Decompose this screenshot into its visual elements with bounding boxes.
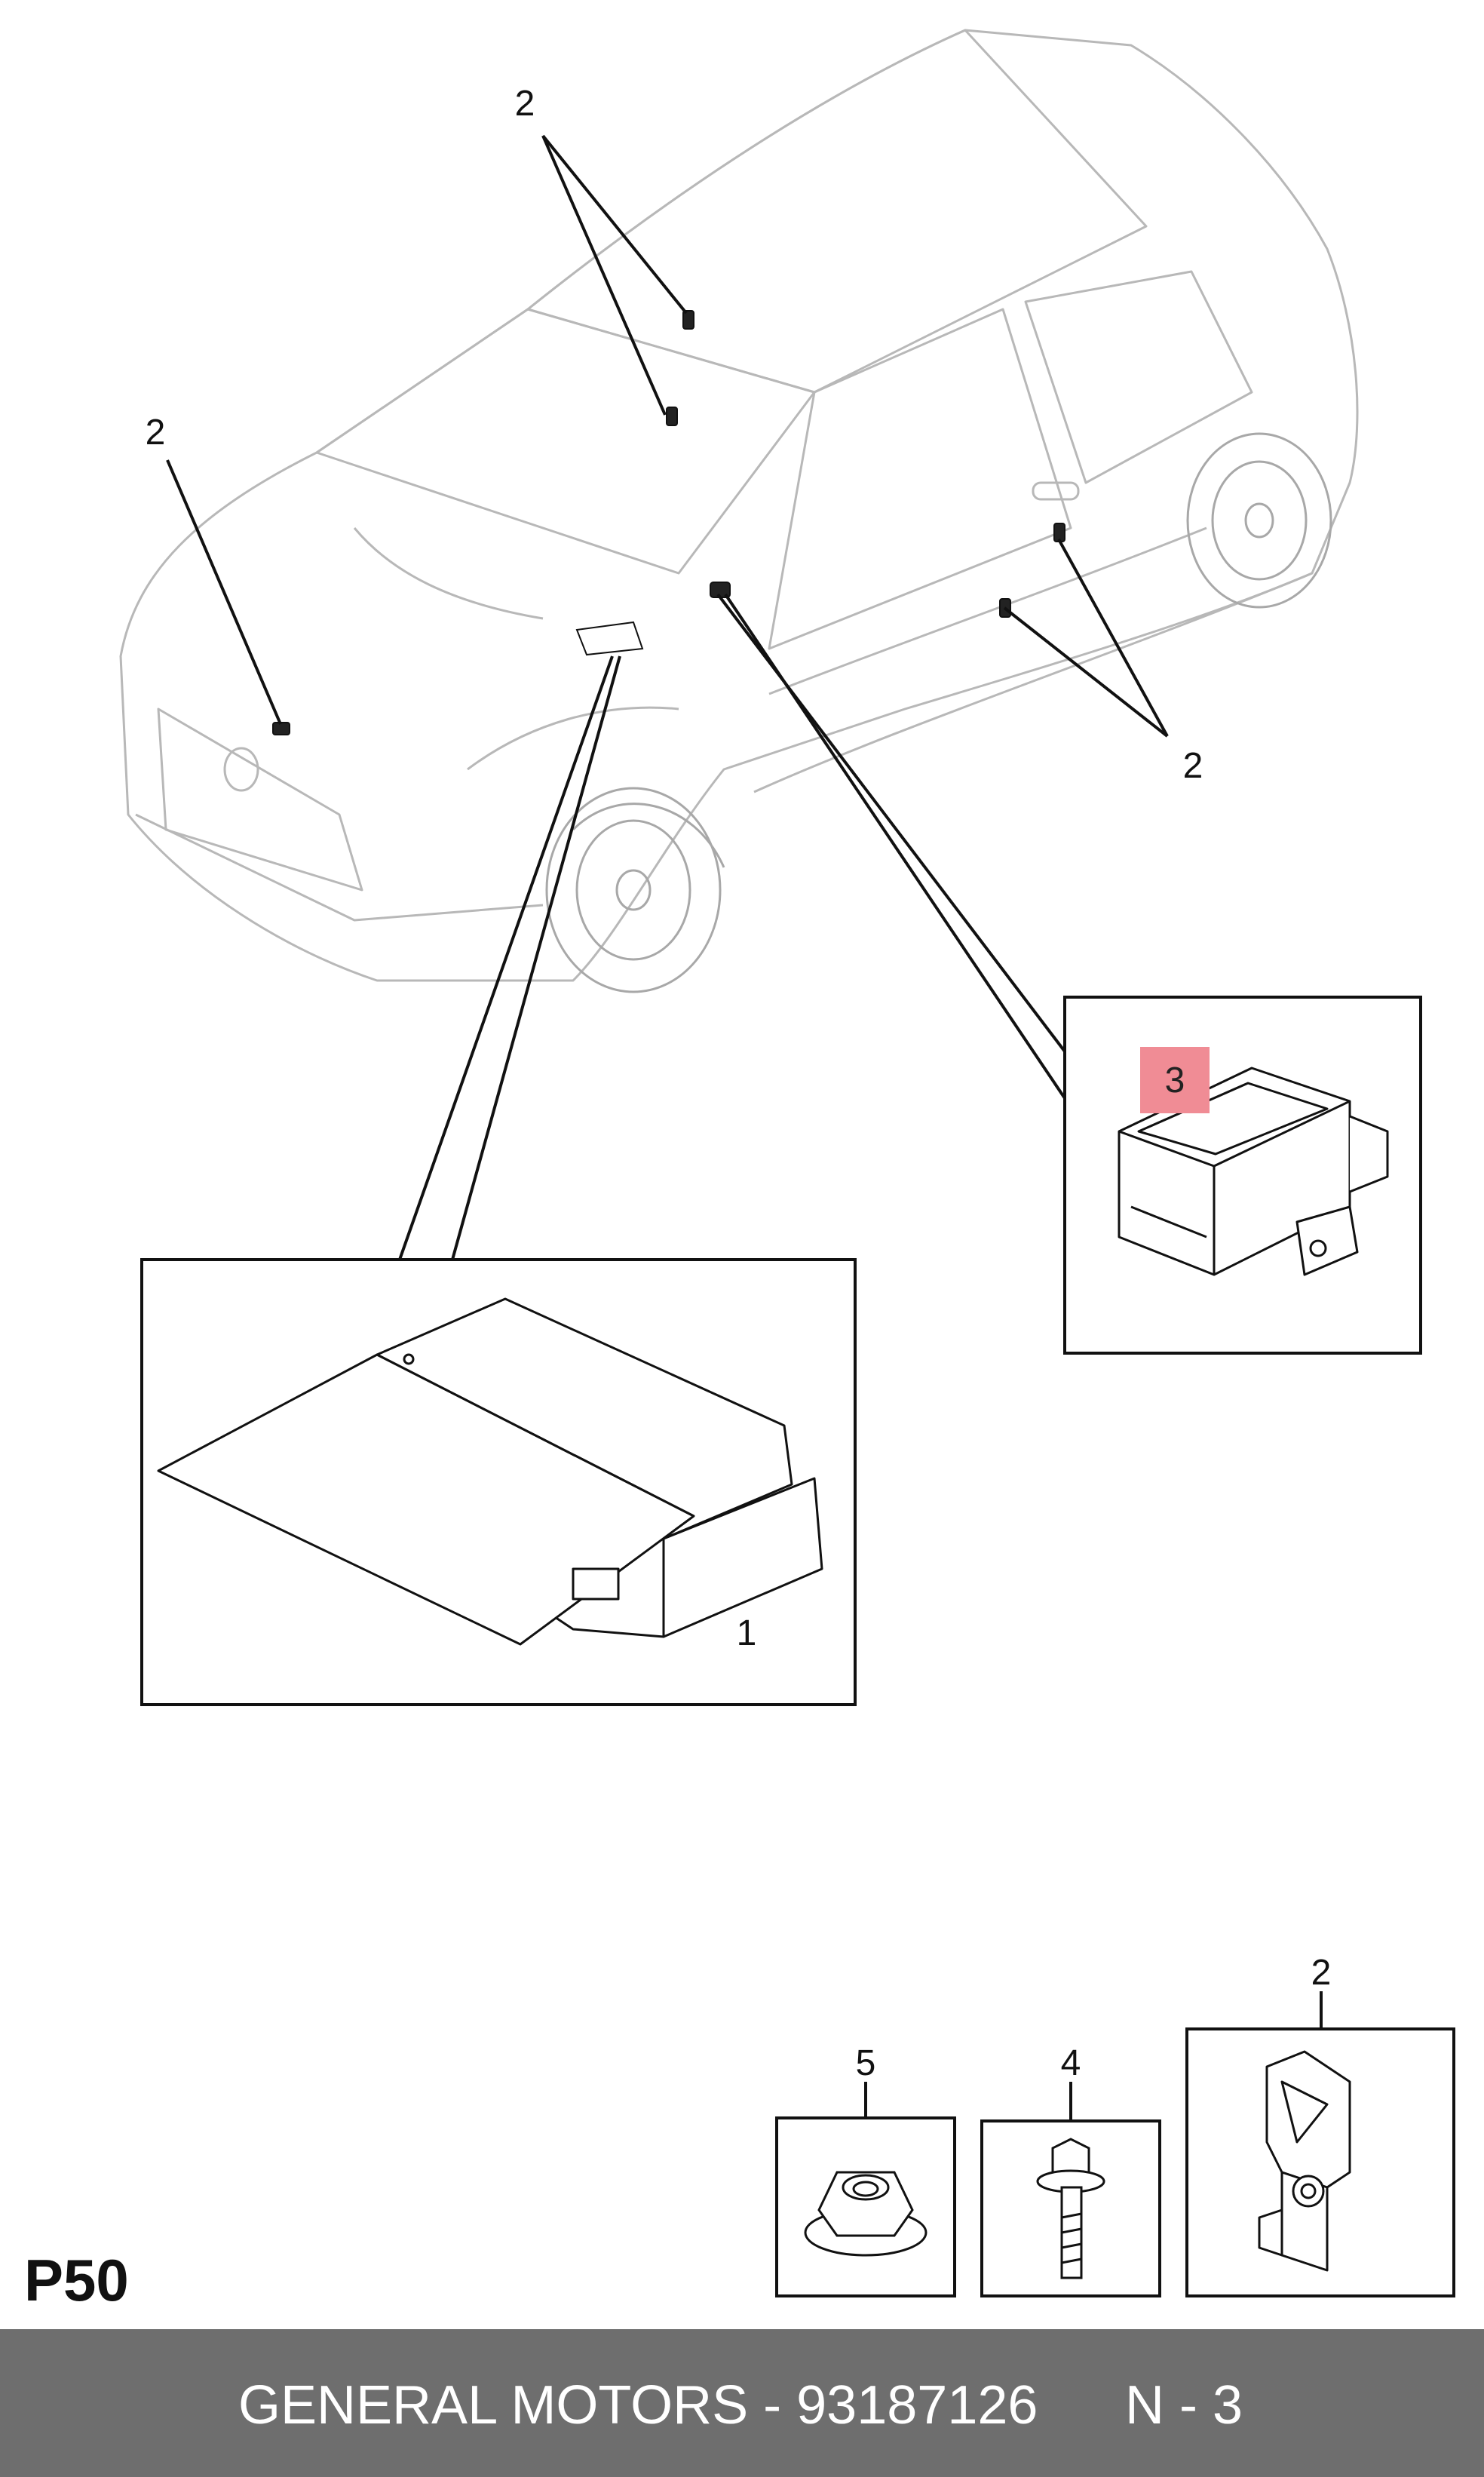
callout-2-left: 2: [145, 413, 166, 453]
wheel-front: [545, 787, 725, 993]
parts-diagram: [119, 29, 1455, 2297]
wheel-rear: [1186, 432, 1332, 609]
callout-3: 3: [1164, 1060, 1185, 1100]
part-4-box: [980, 2082, 1161, 2297]
footer-brand-part-number: GENERAL MOTORS - 93187126: [238, 2375, 1038, 2436]
callout-2-part: 2: [1311, 1953, 1332, 1993]
callout-4: 4: [1060, 2043, 1081, 2083]
module-1-box: [140, 1258, 857, 1706]
callout-3-highlight: 3: [1140, 1047, 1210, 1113]
leader-lines: [166, 134, 1169, 1260]
callout-5: 5: [855, 2043, 876, 2083]
sensor-markers: [272, 310, 1065, 735]
page-code: P50: [24, 2247, 129, 2313]
footer-bar: GENERAL MOTORS - 93187126 N - 3: [0, 2329, 1484, 2477]
footer-sheet-label: N - 3: [1125, 2375, 1243, 2436]
callout-2-right: 2: [1182, 746, 1203, 786]
part-2-box: [1185, 1991, 1455, 2297]
part-5-box: [775, 2082, 956, 2297]
sensor-3-box: [1063, 996, 1422, 1355]
callout-1: 1: [736, 1613, 757, 1653]
car-outline: [119, 29, 1359, 982]
callout-2-top: 2: [514, 84, 535, 124]
